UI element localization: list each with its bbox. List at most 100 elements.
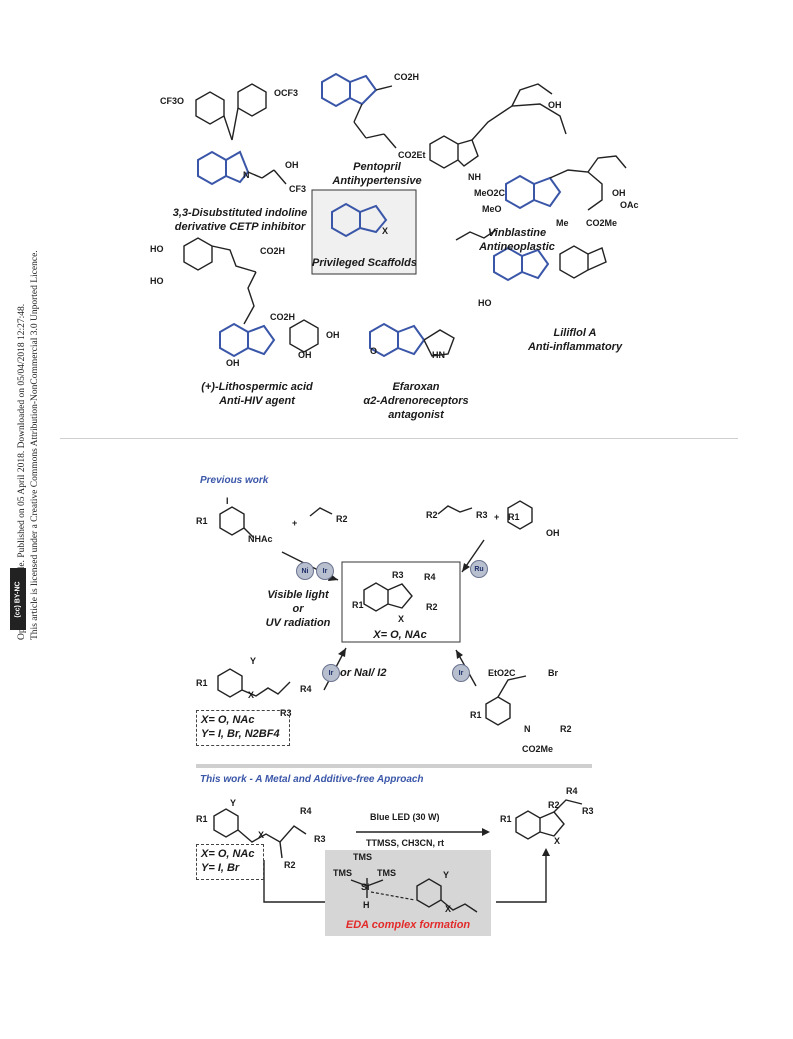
license-line-2: This article is licensed under a Creativ… [30,250,40,640]
lithospermic-acid-structure [183,237,319,358]
oh-label-litho-3: OH [226,358,240,368]
nh-label-vinblastine: NH [468,172,481,182]
this-work-scheme [213,799,583,903]
me-label: Me [556,218,569,228]
cf3-label: CF3 [289,184,307,194]
eda-complex-box: TMS TMS TMS Si H Y X EDA complex formati… [325,850,491,936]
oh-label-vinblastine-2: OH [612,188,626,198]
r1-label-bottom-right: R1 [470,710,482,720]
this-work-title: This work - A Metal and Additive-free Ap… [200,774,424,785]
product-x-label: X= O, NAc [373,629,427,641]
r2-label-this-product: R2 [548,800,560,810]
x-label-this: X [258,830,265,840]
r1-label-this: R1 [196,814,208,824]
r3-label-1: R3 [476,510,488,520]
meo-label: MeO [482,204,502,214]
this-work-band [196,764,592,768]
vinblastine-structure [429,83,627,211]
ocf3-label: OCF3 [274,88,299,98]
y-label-this: Y [230,798,237,808]
r4-label-bottom-left: R4 [300,684,312,694]
co2et-label: CO2Et [398,150,426,160]
oh-label-litho-1: OH [326,330,340,340]
r2-label-this: R2 [284,860,296,870]
license-sidebar: Open Access Article. Published on 05 Apr… [0,0,60,640]
meo2c-label: MeO2C [474,188,506,198]
br-label-previous: Br [548,668,559,678]
r4-label-product: R4 [424,572,436,582]
eda-complex-label: EDA complex formation [345,919,471,931]
ho-label-2: HO [150,276,164,286]
ru-catalyst-icon: Ru [470,560,488,578]
liliflol-a-structure [455,229,607,282]
central-scaffold [311,189,417,275]
co2h-label-litho-2: CO2H [270,312,296,322]
r1-label-1: R1 [196,516,208,526]
r3-label-this: R3 [314,834,326,844]
privileged-scaffolds-label: Privileged Scaffolds [312,257,417,269]
co2me-label-bottom-right: CO2Me [522,744,554,754]
r3-label-bottom-left: R3 [280,708,292,718]
ho-label-1: HO [150,244,164,254]
co2me-label-vinblastine: CO2Me [586,218,618,228]
ho-label-liliflol: HO [478,298,492,308]
i-label: I [226,496,229,506]
x-label-product: X [398,614,405,624]
r3-label-this-product: R3 [582,806,594,816]
figure-divider [60,438,738,439]
co2h-label-litho: CO2H [260,246,286,256]
tms-label-3: TMS [377,868,396,878]
oh-label-phenol: OH [546,528,560,538]
reagent-top: Blue LED (30 W) [370,812,440,822]
oh-label-cetp: OH [285,160,299,170]
y-label-eda: Y [443,870,450,880]
n-label-bottom-right: N [524,724,531,734]
previous-work-scheme [217,500,533,726]
x-label-bottom-left: X [248,690,255,700]
this-substituent-box: X= O, NAc Y= I, Br [196,844,264,880]
r1-label-this-product: R1 [500,814,512,824]
r1-label-product: R1 [352,600,364,610]
or-nai-label: or NaI/ I2 [340,667,387,679]
top-figure-structures [183,72,627,358]
plus-label-1: + [292,518,298,528]
cetp-inhibitor-structure [195,83,287,186]
previous-substituent-box: X= O, NAc Y= I, Br, N2BF4 [196,710,290,746]
pentopril-structure [321,72,397,149]
n-label-cetp: N [243,170,250,180]
efaroxan-structure [369,322,455,358]
ni-catalyst-icon: Ni [296,562,314,580]
previous-work-title: Previous work [200,475,269,486]
co2h-label-pentopril: CO2H [394,72,420,82]
tms-label-1: TMS [353,852,372,862]
hn-label-efaroxan: HN [432,350,445,360]
plus-label-2: + [494,512,500,522]
y-label-bottom-left: Y [250,656,257,666]
r3-label-product: R3 [392,570,404,580]
r4-label-this: R4 [300,806,312,816]
cc-license-badge[interactable]: (cc) BY-NC [10,568,26,630]
si-label: Si [361,882,370,892]
ir-catalyst-icon-3: Ir [452,664,470,682]
ir-catalyst-icon-2: Ir [322,664,340,682]
r2-label-product: R2 [426,602,438,612]
h-label: H [363,900,370,910]
oh-label-litho-2: OH [298,350,312,360]
r2-label-bottom-right: R2 [560,724,572,734]
cf3o-label: CF3O [160,96,185,106]
r1-label-2: R1 [508,512,520,522]
x-label-eda: X [445,904,452,914]
central-x-atom: X [382,226,389,236]
oh-label-vinblastine: OH [548,100,562,110]
nhac-label: NHAc [248,534,273,544]
reagent-bottom: TTMSS, CH3CN, rt [366,838,445,848]
o-label-efaroxan: O [370,346,378,356]
tms-label-2: TMS [333,868,352,878]
r1-label-bottom-left: R1 [196,678,208,688]
